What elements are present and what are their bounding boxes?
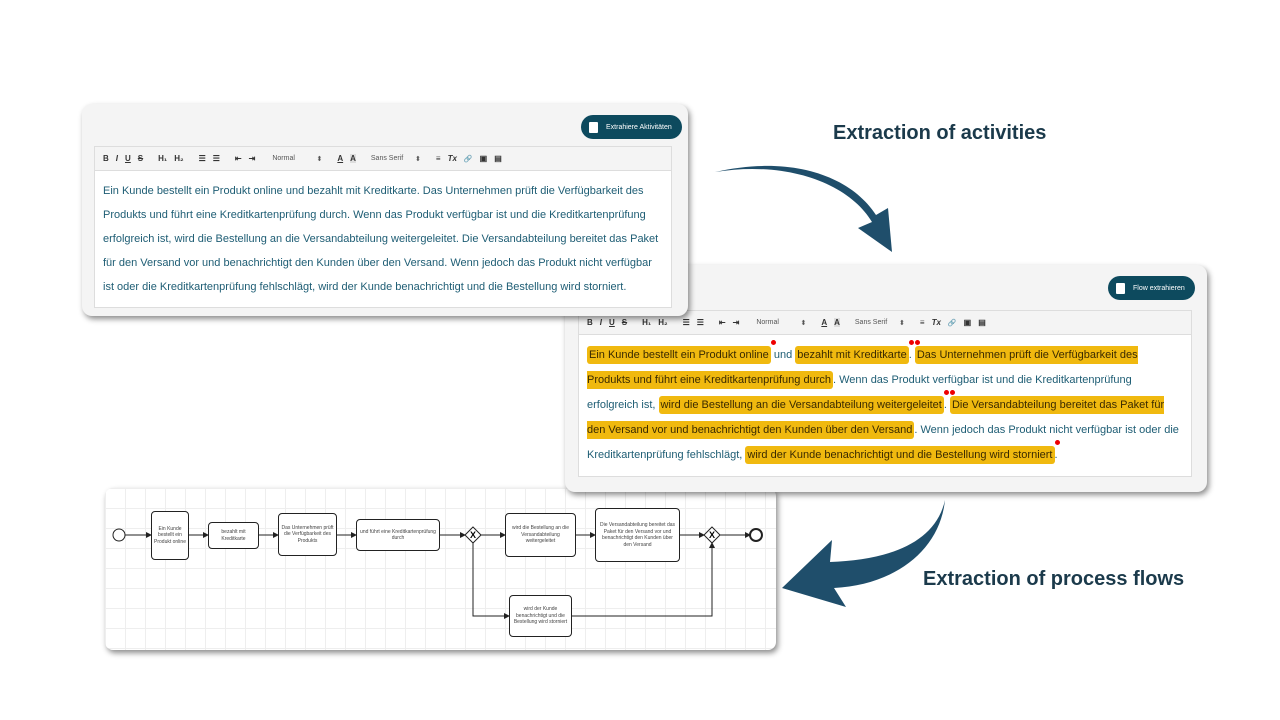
strike-button[interactable]: S <box>137 154 144 163</box>
bold-button[interactable]: B <box>103 154 109 163</box>
text-editor-highlighted[interactable]: B I U S H₁ H₂ ☰ ☰ ⇤ ⇥ Normal⬍ A A Sans S… <box>578 310 1192 477</box>
link-icon[interactable]: 🔗 <box>463 155 473 163</box>
h2-button[interactable]: H₂ <box>174 154 184 163</box>
ordered-list-button[interactable]: ☰ <box>682 318 690 327</box>
highlighted-activity[interactable]: wird die Bestellung an die Versandabteil… <box>658 389 950 414</box>
background-color-button[interactable]: A <box>350 154 356 163</box>
button-label: Extrahiere Aktivitäten <box>606 123 672 131</box>
extract-flow-button[interactable]: Flow extrahieren <box>1108 276 1195 300</box>
link-icon[interactable]: 🔗 <box>947 319 957 327</box>
ordered-list-button[interactable]: ☰ <box>198 154 206 163</box>
task-check-availability[interactable]: Das Unternehmen prüft die Verfügbarkeit … <box>278 513 337 556</box>
title-extraction-activities: Extraction of activities <box>833 122 1047 144</box>
plain-text: . Wenn das Produkt verfügbar ist und die… <box>587 374 1132 411</box>
plain-text: . <box>908 349 915 361</box>
button-label: Flow extrahieren <box>1133 284 1185 292</box>
remove-activity-icon[interactable] <box>769 339 777 346</box>
plain-text: und <box>770 349 796 361</box>
h1-button[interactable]: H₁ <box>158 154 168 163</box>
italic-button[interactable]: I <box>599 318 603 327</box>
activity-extraction-panel: Extrahiere Aktivitäten B I U S H₁ H₂ ☰ ☰… <box>82 104 688 316</box>
editor-toolbar: B I U S H₁ H₂ ☰ ☰ ⇤ ⇥ Normal⬍ A A Sans S… <box>95 147 671 171</box>
task-cancel[interactable]: wird der Kunde benachrichtigt und die Be… <box>509 595 572 637</box>
h2-button[interactable]: H₂ <box>658 318 668 327</box>
underline-button[interactable]: U <box>125 154 131 163</box>
title-extraction-flows: Extraction of process flows <box>923 568 1185 590</box>
gateway-split: X <box>464 526 482 544</box>
task-forward-order[interactable]: wird die Bestellung an die Versandabteil… <box>505 513 576 557</box>
video-icon[interactable]: ▤ <box>494 154 502 163</box>
task-credit-check[interactable]: und führt eine Kreditkartenprüfung durch <box>356 519 440 551</box>
document-icon <box>1116 282 1125 294</box>
task-pay[interactable]: bezahlt mit Kreditkarte <box>208 522 259 549</box>
highlighted-text[interactable]: Ein Kunde bestellt ein Produkt online un… <box>579 335 1191 476</box>
image-icon[interactable]: ▣ <box>963 318 972 327</box>
h1-button[interactable]: H₁ <box>642 318 652 327</box>
remove-activity-icon[interactable] <box>1053 439 1061 446</box>
underline-button[interactable]: U <box>609 318 615 327</box>
bullet-list-button[interactable]: ☰ <box>212 154 220 163</box>
size-select[interactable]: Normal⬍ <box>756 318 807 327</box>
extract-activities-button[interactable]: Extrahiere Aktivitäten <box>581 115 682 139</box>
background-color-button[interactable]: A <box>834 318 840 327</box>
size-value: Normal <box>272 154 295 162</box>
remove-activity-icon[interactable] <box>913 339 921 346</box>
remove-activity-icon[interactable] <box>948 389 956 396</box>
flow-connectors: X X <box>112 526 763 619</box>
clear-format-button[interactable]: Tx <box>447 154 457 163</box>
highlighted-activity[interactable]: wird der Kunde benachrichtigt und die Be… <box>745 439 1061 464</box>
text-color-button[interactable]: A <box>821 318 828 327</box>
outdent-button[interactable]: ⇤ <box>234 154 242 163</box>
flow-extraction-panel: Flow extrahieren B I U S H₁ H₂ ☰ ☰ ⇤ ⇥ N… <box>565 265 1207 492</box>
end-event <box>749 528 763 542</box>
input-text[interactable]: Ein Kunde bestellt ein Produkt online un… <box>103 185 659 293</box>
indent-button[interactable]: ⇥ <box>248 154 256 163</box>
plain-text: . <box>943 399 950 411</box>
bullet-list-button[interactable]: ☰ <box>696 318 704 327</box>
align-button[interactable]: ≡ <box>919 318 925 327</box>
font-select[interactable]: Sans Serif⬍ <box>370 154 421 163</box>
plain-text: . Wenn jedoch das Produkt nicht verfügba… <box>587 424 1179 461</box>
text-color-button[interactable]: A <box>337 154 344 163</box>
outdent-button[interactable]: ⇤ <box>718 318 726 327</box>
font-select[interactable]: Sans Serif⬍ <box>854 318 905 327</box>
start-event <box>112 528 126 542</box>
size-select[interactable]: Normal⬍ <box>272 154 323 163</box>
highlighted-activity[interactable]: bezahlt mit Kreditkarte <box>795 339 915 364</box>
indent-button[interactable]: ⇥ <box>732 318 740 327</box>
align-button[interactable]: ≡ <box>435 154 441 163</box>
clear-format-button[interactable]: Tx <box>931 318 941 327</box>
text-editor[interactable]: B I U S H₁ H₂ ☰ ☰ ⇤ ⇥ Normal⬍ A A Sans S… <box>94 146 672 308</box>
svg-text:X: X <box>709 530 715 540</box>
gateway-join: X <box>703 526 721 544</box>
plain-text: . <box>1054 449 1058 461</box>
arrow-flows <box>782 500 945 607</box>
italic-button[interactable]: I <box>115 154 119 163</box>
video-icon[interactable]: ▤ <box>978 318 986 327</box>
svg-text:X: X <box>470 530 476 540</box>
strike-button[interactable]: S <box>621 318 628 327</box>
font-value: Sans Serif <box>370 154 404 162</box>
task-order[interactable]: Ein Kunde bestellt ein Produkt online <box>151 511 189 560</box>
document-icon <box>589 121 598 133</box>
arrow-activities <box>715 165 892 252</box>
bold-button[interactable]: B <box>587 318 593 327</box>
font-value: Sans Serif <box>854 318 888 326</box>
task-ship[interactable]: Die Versandabteilung bereitet das Paket … <box>595 508 680 562</box>
highlighted-activity[interactable]: Ein Kunde bestellt ein Produkt online <box>587 339 777 364</box>
size-value: Normal <box>756 318 779 326</box>
image-icon[interactable]: ▣ <box>479 154 488 163</box>
bpmn-diagram: X X Ein Kunde bestellt ein Produkt onlin… <box>105 488 776 650</box>
